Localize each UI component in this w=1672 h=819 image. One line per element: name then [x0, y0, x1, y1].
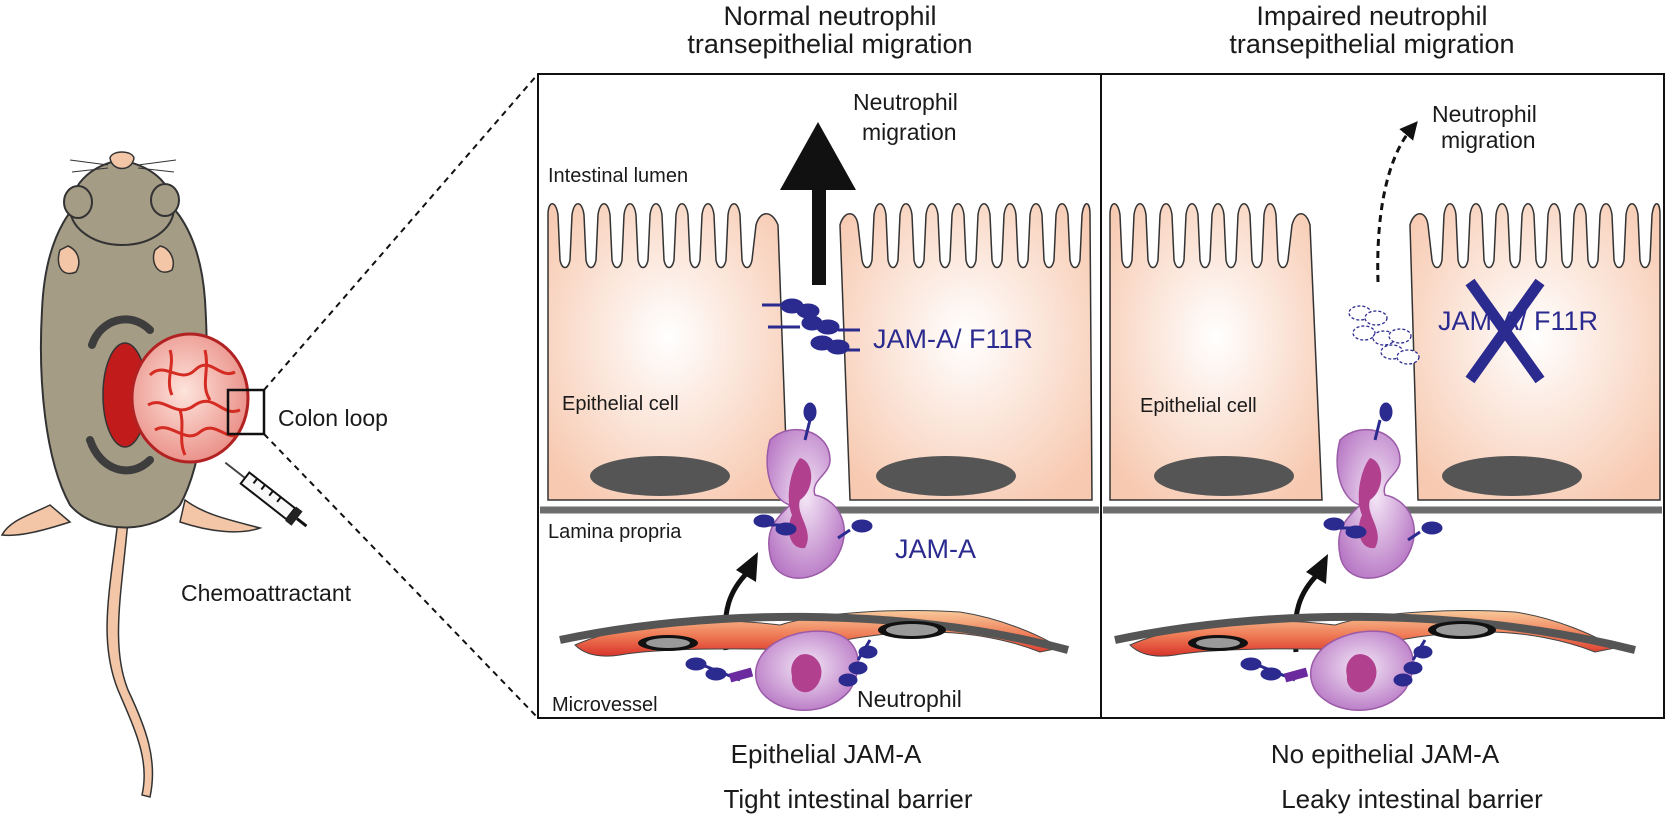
right-epithelial-cell-b: [1409, 203, 1661, 501]
left-epithelial-cell-a: [547, 203, 789, 501]
right-epithelial-cell-label: Epithelial cell: [1140, 395, 1257, 417]
right-migration-label-line2: migration: [1441, 127, 1536, 153]
right-panel-frame: [1100, 73, 1665, 719]
colon-loop-label: Colon loop: [278, 405, 388, 431]
lamina-propria-label: Lamina propria: [548, 521, 682, 543]
zoom-line-top: [263, 73, 539, 391]
left-migration-arrow: [780, 122, 856, 285]
neutrophil-label: Neutrophil: [857, 686, 962, 712]
left-title-line1: Normal neutrophil: [723, 1, 936, 31]
right-migration-label-line1: Neutrophil: [1432, 101, 1537, 127]
left-migration-label-line2: migration: [862, 119, 957, 145]
right-panel: Neutrophil migration JAM-A/ F11R Epithel…: [1103, 101, 1662, 711]
microvessel-label: Microvessel: [552, 694, 658, 716]
mouse-illustration: [0, 151, 308, 798]
right-neutrophil-migrating: [1336, 429, 1415, 579]
right-jam-a-cross: [1465, 278, 1545, 384]
left-panel: Intestinal lumen Neutrophil migration JA…: [540, 89, 1099, 716]
left-caption-line2: Tight intestinal barrier: [723, 784, 972, 814]
left-migration-label-line1: Neutrophil: [853, 89, 958, 115]
colon-zoom-box: [226, 388, 266, 436]
left-jam-a-f11r-label: JAM-A/ F11R: [873, 324, 1033, 354]
intestinal-lumen-label: Intestinal lumen: [548, 165, 688, 187]
right-migration-arrow-dashed: [1376, 121, 1418, 283]
left-epithelial-cell-b: [839, 203, 1093, 501]
right-missing-jam-a: [1348, 305, 1420, 365]
zoom-line-bottom: [263, 433, 539, 719]
left-jam-a-dimers: [762, 298, 860, 355]
right-title-line1: Impaired neutrophil: [1256, 1, 1487, 31]
left-title-line2: transepithelial migration: [687, 29, 972, 59]
left-neutrophil-migrating: [766, 429, 845, 579]
jam-a-label: JAM-A: [895, 534, 976, 564]
right-jam-a-f11r-label: JAM-A/ F11R: [1438, 306, 1598, 336]
left-epithelial-cell-label: Epithelial cell: [562, 393, 679, 415]
right-caption-line1: No epithelial JAM-A: [1271, 739, 1500, 769]
right-caption-line2: Leaky intestinal barrier: [1281, 784, 1543, 814]
chemoattractant-label: Chemoattractant: [181, 580, 352, 606]
right-title-line2: transepithelial migration: [1229, 29, 1514, 59]
left-caption-line1: Epithelial JAM-A: [731, 739, 922, 769]
right-epithelial-cell-a: [1109, 203, 1323, 501]
